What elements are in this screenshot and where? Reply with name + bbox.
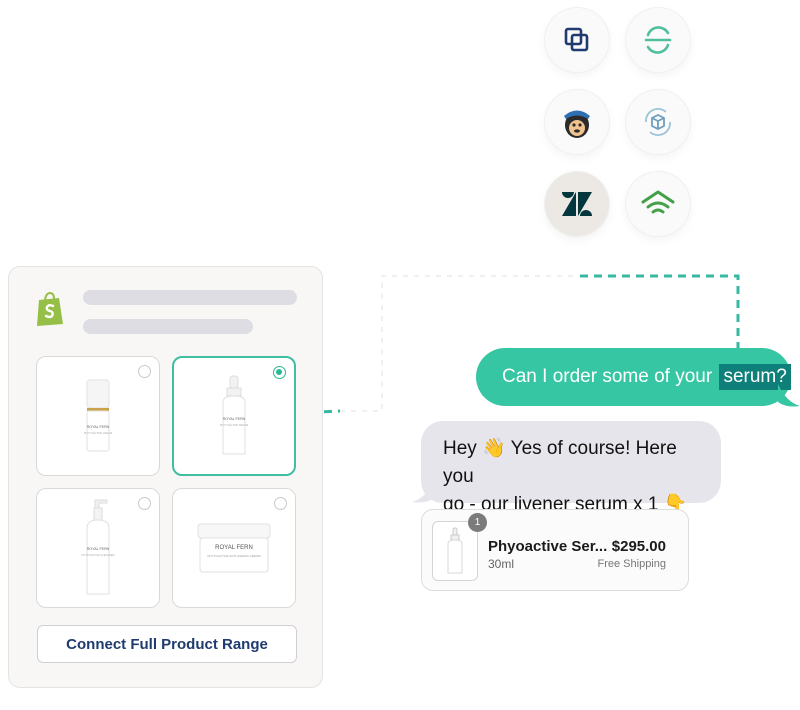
pump-bottle-icon: ROYAL FERN PHYTOACTIVE CLEANSER xyxy=(82,499,115,595)
product-sub: PHYTOACTIVE CLEANSER xyxy=(82,553,115,557)
order-item-shipping: Free Shipping xyxy=(597,558,667,570)
order-item-thumbnail xyxy=(432,521,478,581)
product-brand: ROYAL FERN xyxy=(87,547,110,551)
cream-jar-icon: ROYAL FERN PHYTOACTIVE ANTI-AGEING CREAM xyxy=(197,523,271,573)
mailchimp-icon[interactable] xyxy=(545,90,609,154)
product-card-cleanser[interactable]: ROYAL FERN PHYTOACTIVE CLEANSER xyxy=(36,488,160,608)
user-message-highlight: serum? xyxy=(719,364,791,390)
title-skeleton xyxy=(83,290,297,305)
order-item-card[interactable]: 1 Phyoactive Ser... 30ml $295.00 Free Sh… xyxy=(421,509,689,591)
user-message-text: Can I order some of your xyxy=(502,366,718,387)
product-panel: ROYAL FERN PHYTOACTIVE CREAM ROYAL FERN … xyxy=(8,266,323,688)
quantity-badge: 1 xyxy=(468,513,487,532)
user-bubble-tail xyxy=(778,384,800,407)
product-radio-selected[interactable] xyxy=(273,366,286,379)
bot-bubble-tail xyxy=(412,480,434,503)
product-card-jar[interactable]: ROYAL FERN PHYTOACTIVE ANTI-AGEING CREAM xyxy=(172,488,296,608)
connect-product-range-button[interactable]: Connect Full Product Range xyxy=(37,625,297,663)
serum-bottle-icon: ROYAL FERN PHYTOACTIVE SERUM xyxy=(220,375,248,455)
package-sync-icon[interactable] xyxy=(626,90,690,154)
product-card-cream[interactable]: ROYAL FERN PHYTOACTIVE CREAM xyxy=(36,356,160,476)
product-radio[interactable] xyxy=(138,497,151,510)
product-sub: PHYTOACTIVE SERUM xyxy=(220,423,248,427)
product-brand: ROYAL FERN xyxy=(215,545,253,551)
product-brand: ROYAL FERN xyxy=(87,425,110,429)
bot-message-bubble: Hey 👋 Yes of course! Here you go - our l… xyxy=(421,421,721,515)
bot-message-line1: Hey 👋 Yes of course! Here you xyxy=(443,438,677,487)
product-card-serum[interactable]: ROYAL FERN PHYTOACTIVE SERUM xyxy=(172,356,296,476)
product-sub: PHYTOACTIVE CREAM xyxy=(84,431,112,435)
product-radio[interactable] xyxy=(274,497,287,510)
shopify-bag-icon xyxy=(35,291,65,332)
serum-thumbnail-icon xyxy=(447,527,463,574)
order-item-price: $295.00 xyxy=(611,538,666,555)
wifi-arrow-icon[interactable] xyxy=(626,172,690,236)
segment-icon[interactable] xyxy=(626,8,690,72)
product-radio[interactable] xyxy=(138,365,151,378)
product-sub: PHYTOACTIVE ANTI-AGEING CREAM xyxy=(208,554,261,558)
cream-bottle-icon: ROYAL FERN PHYTOACTIVE CREAM xyxy=(84,379,112,452)
user-message-bubble: Can I order some of your serum? xyxy=(476,348,791,406)
zendesk-icon[interactable] xyxy=(545,172,609,236)
order-item-name: Phyoactive Ser... xyxy=(488,538,608,555)
subtitle-skeleton xyxy=(83,319,253,334)
layers-icon[interactable] xyxy=(545,8,609,72)
product-brand: ROYAL FERN xyxy=(223,417,246,421)
order-item-size: 30ml xyxy=(488,557,515,571)
